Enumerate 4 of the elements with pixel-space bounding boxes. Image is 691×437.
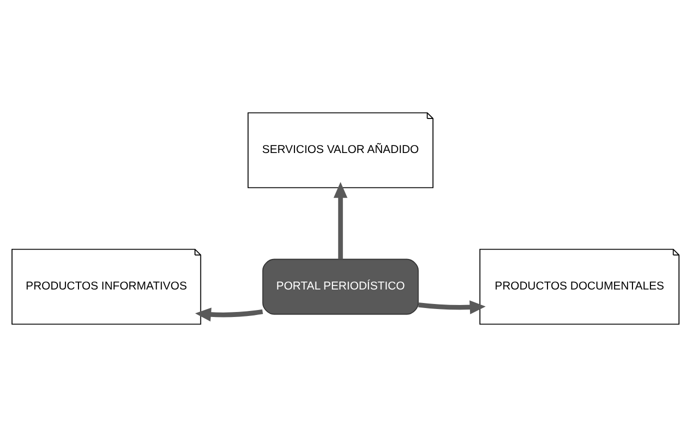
node-box: PORTAL PERIODÍSTICO xyxy=(262,258,419,315)
arrow xyxy=(334,182,348,260)
arrow xyxy=(418,300,486,314)
arrow xyxy=(195,308,263,322)
